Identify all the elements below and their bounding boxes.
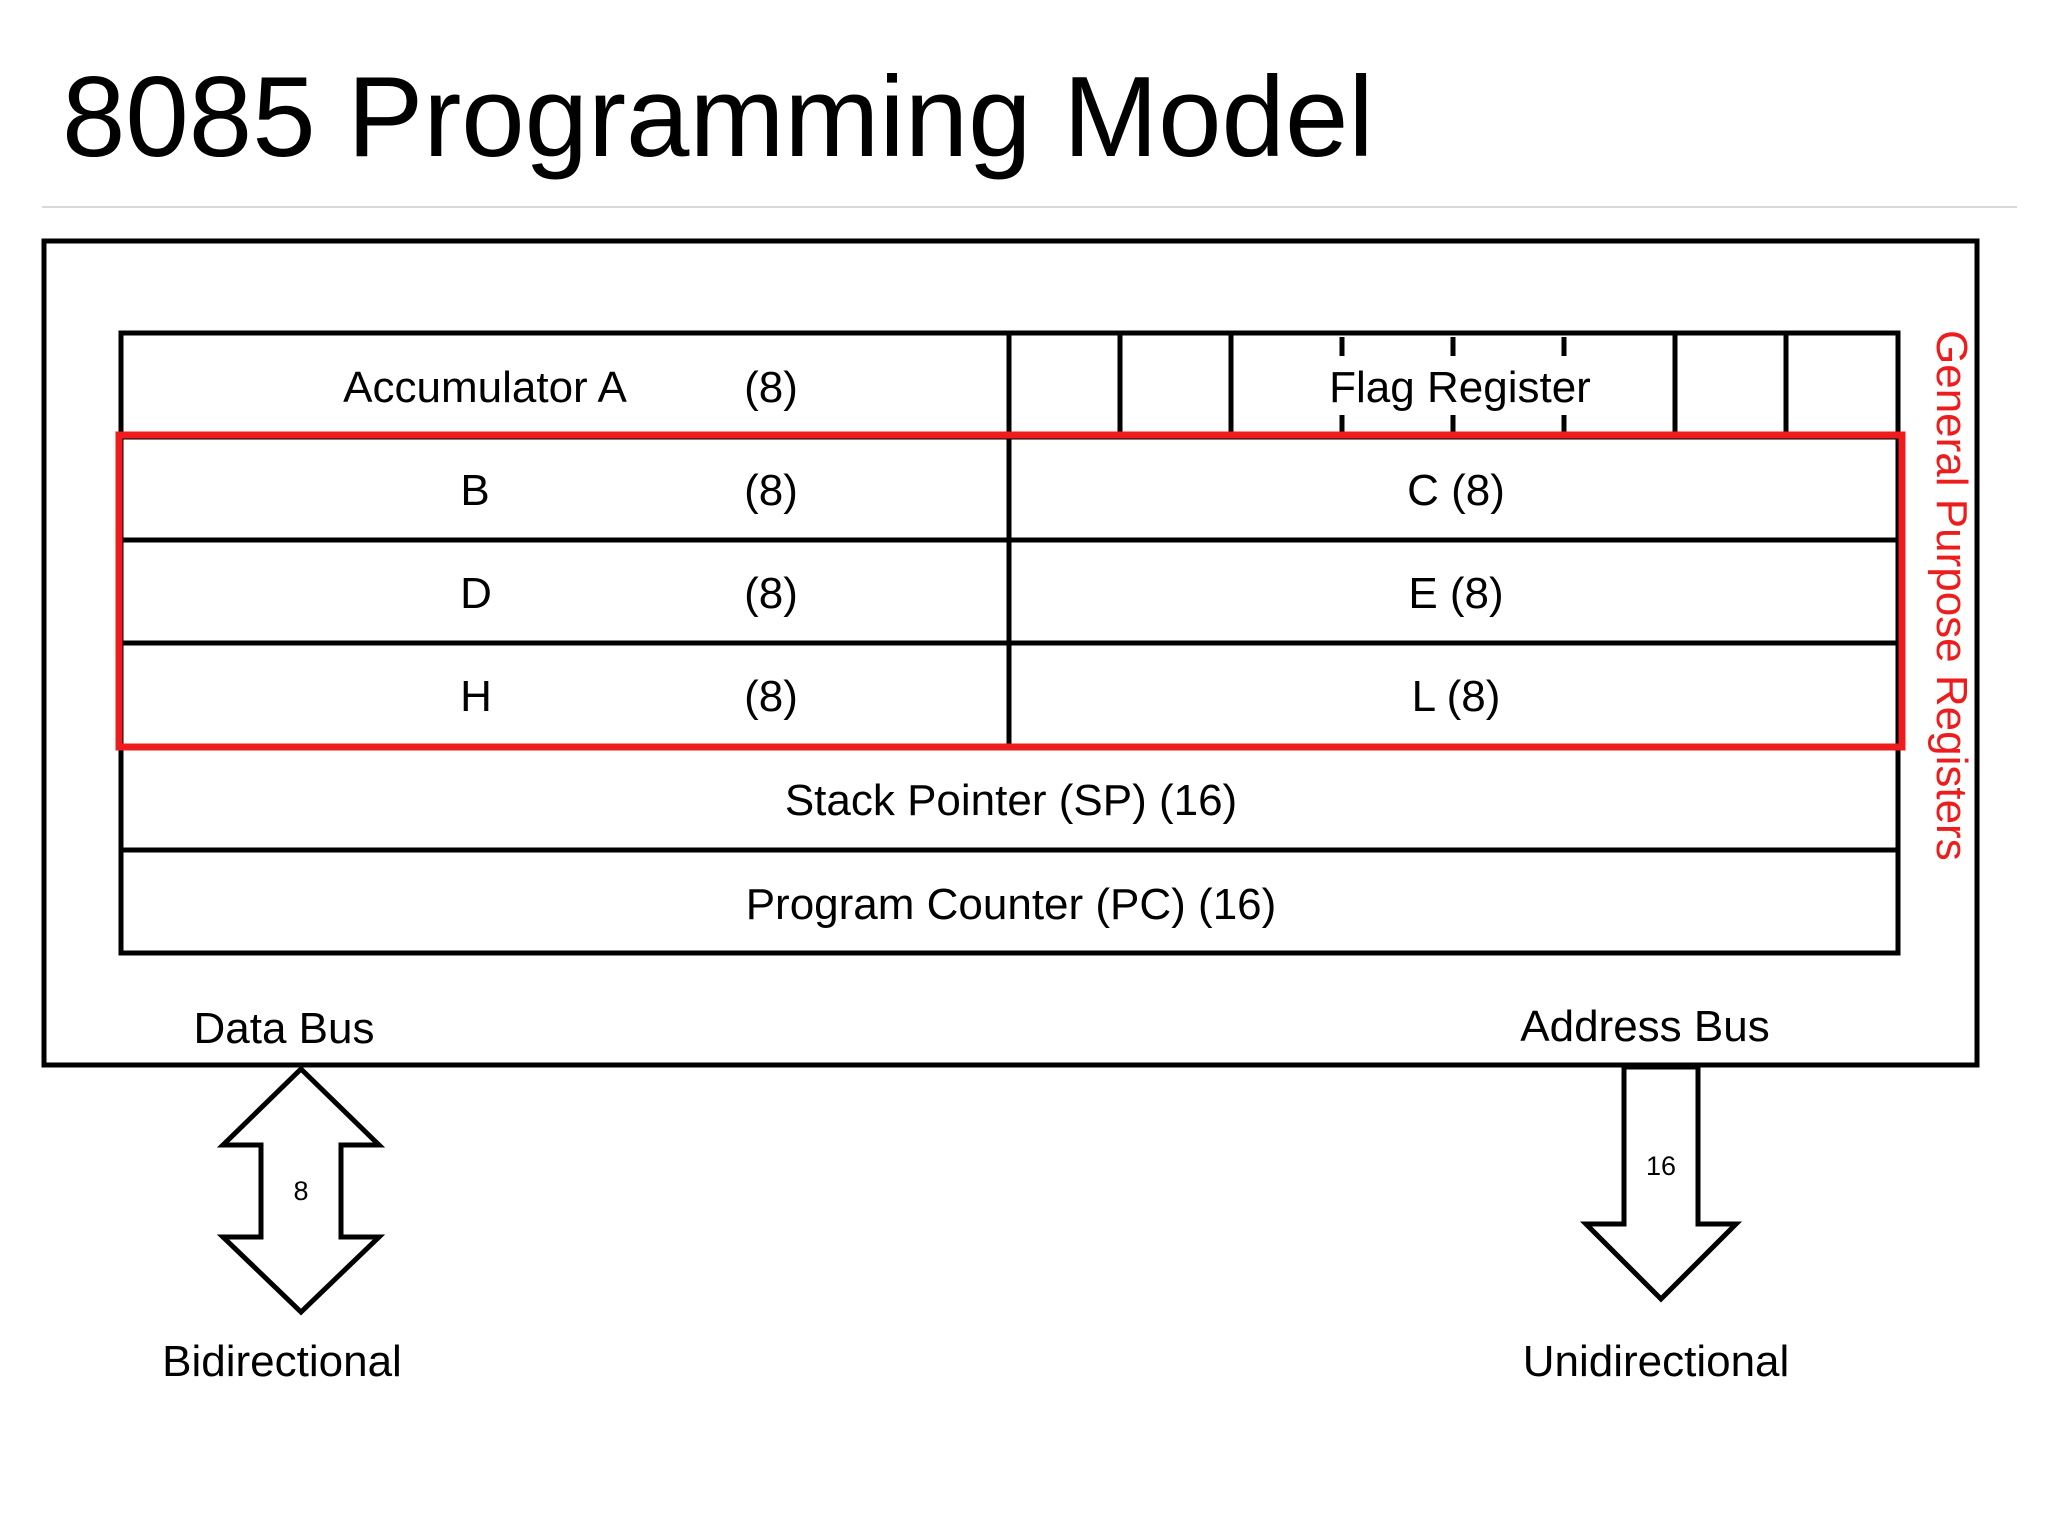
stack-pointer-label: Stack Pointer (SP) (16) <box>785 776 1237 825</box>
bidirectional-arrow-icon <box>216 1065 386 1316</box>
flag-bit-cells <box>1117 333 1789 437</box>
general-purpose-label: General Purpose Registers <box>1927 330 1976 861</box>
address-bus-width: 16 <box>1646 1151 1676 1181</box>
flag-register-label: Flag Register <box>1329 363 1591 412</box>
data-bus-width: 8 <box>293 1176 308 1206</box>
register-d-label: D <box>460 569 492 618</box>
register-b-size: (8) <box>744 466 798 515</box>
register-e-label: E (8) <box>1408 569 1503 618</box>
register-h-size: (8) <box>744 672 798 721</box>
register-d-size: (8) <box>744 569 798 618</box>
address-bus-label: Address Bus <box>1520 1002 1769 1051</box>
register-b-label: B <box>460 466 489 515</box>
data-bus-direction: Bidirectional <box>162 1337 402 1386</box>
unidirectional-arrow-icon <box>1579 1064 1743 1303</box>
cpu-boundary-box <box>41 238 1980 1068</box>
data-bus-label: Data Bus <box>194 1004 375 1053</box>
register-h-label: H <box>460 672 492 721</box>
slide-title: 8085 Programming Model <box>62 54 1374 181</box>
title-divider <box>42 206 2017 208</box>
general-purpose-highlight <box>115 431 1906 751</box>
accumulator-size: (8) <box>744 363 798 412</box>
register-c-label: C (8) <box>1407 466 1505 515</box>
address-bus-direction: Unidirectional <box>1523 1337 1790 1386</box>
accumulator-label: Accumulator A <box>343 363 627 412</box>
program-counter-label: Program Counter (PC) (16) <box>746 880 1277 929</box>
register-l-label: L (8) <box>1412 672 1501 721</box>
